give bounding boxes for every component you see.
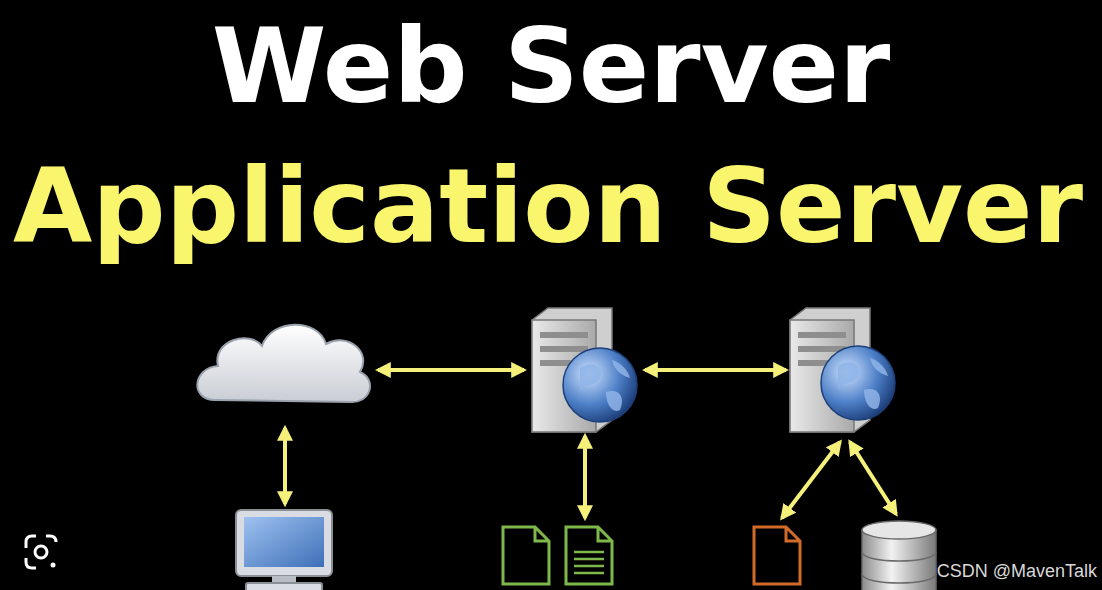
application-server-icon xyxy=(790,308,895,432)
database-icon xyxy=(862,521,936,590)
cloud-icon xyxy=(197,325,370,402)
lens-icon xyxy=(26,536,56,568)
title: Web Server xyxy=(212,14,891,118)
subtitle: Application Server xyxy=(13,154,1083,258)
document-icons xyxy=(503,527,800,584)
computer-icon xyxy=(236,510,332,590)
watermark: CSDN @MavenTalk xyxy=(937,562,1097,580)
web-server-icon xyxy=(532,308,637,432)
